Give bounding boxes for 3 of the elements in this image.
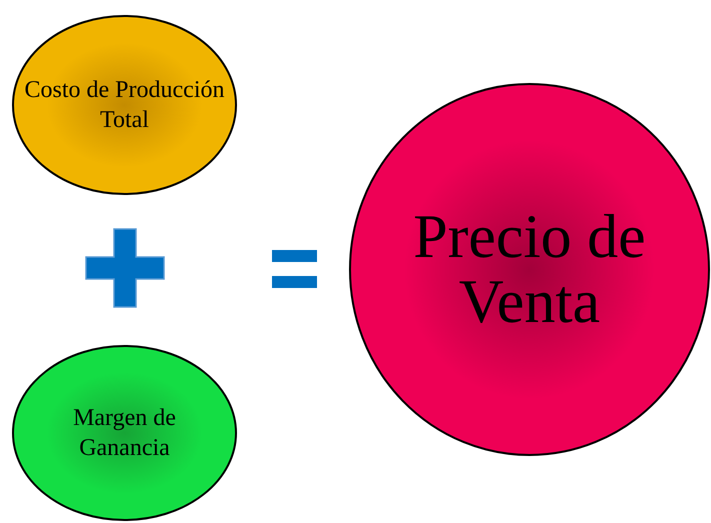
- node-label: Costo de Producción Total: [24, 76, 226, 135]
- node-label: Margen de Ganancia: [72, 404, 177, 463]
- node-label: Precio de Venta: [412, 204, 647, 335]
